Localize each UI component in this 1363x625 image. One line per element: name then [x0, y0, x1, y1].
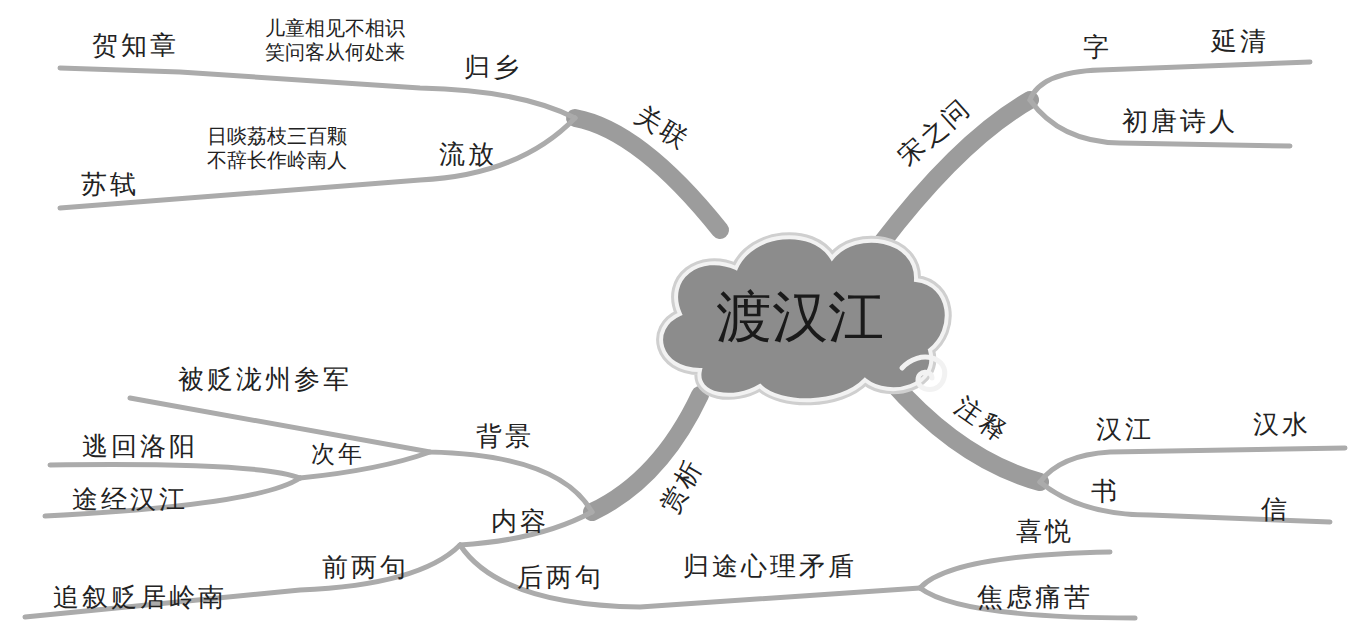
- branch-label: 延清: [1211, 26, 1269, 57]
- branch-label: 背景: [476, 421, 534, 452]
- branch-label: 信: [1261, 494, 1290, 525]
- branch-label: 前两句: [322, 552, 409, 583]
- branch-label: 追叙贬居岭南: [53, 582, 227, 613]
- cloud-outline: [661, 237, 947, 400]
- branch-label: 汉水: [1253, 409, 1311, 440]
- branch-label: 归乡: [464, 52, 522, 83]
- branch-label: 汉江: [1096, 414, 1154, 445]
- sub-branch: [1040, 448, 1345, 482]
- sub-branch: [130, 398, 592, 512]
- branch-label: 苏轼: [81, 169, 139, 200]
- node-title: 渡汉江: [716, 280, 884, 356]
- branch-label: 焦虑痛苦: [977, 582, 1093, 613]
- branch-label: 贺知章: [92, 30, 179, 61]
- branch-label: 喜悦: [1016, 516, 1074, 547]
- branch-label: 归途心理矛盾: [683, 551, 857, 582]
- branch-label: 流放: [439, 139, 497, 170]
- sub-branch: [1030, 62, 1310, 100]
- cloud-swirl: [902, 357, 945, 389]
- sub-branch: [45, 478, 300, 516]
- sub-branch: [60, 118, 575, 208]
- sub-branch: [50, 465, 300, 478]
- cloud-node: 渡汉江: [640, 218, 960, 410]
- sub-branch: [1030, 100, 1290, 146]
- sub-branch: [25, 545, 460, 617]
- branch-label: 儿童相见不相识 笑问客从何处来: [265, 16, 415, 64]
- branch-label: 日啖荔枝三百颗 不辞长作岭南人: [207, 124, 357, 172]
- branch-label: 后两句: [517, 562, 604, 593]
- branch-label: 逃回洛阳: [82, 431, 198, 462]
- branch-label: 途经汉江: [72, 484, 188, 515]
- branch-label: 初唐诗人: [1122, 106, 1238, 137]
- branch-label: 字: [1083, 32, 1112, 63]
- cloud-outline: [661, 237, 947, 400]
- branch-label: 内容: [491, 506, 549, 537]
- sub-branch: [460, 545, 920, 607]
- branch-label: 被贬泷州参军: [178, 364, 352, 395]
- branch-label: 书: [1091, 476, 1120, 507]
- main-branch: [890, 380, 1040, 482]
- branch-label: 次年: [311, 440, 365, 469]
